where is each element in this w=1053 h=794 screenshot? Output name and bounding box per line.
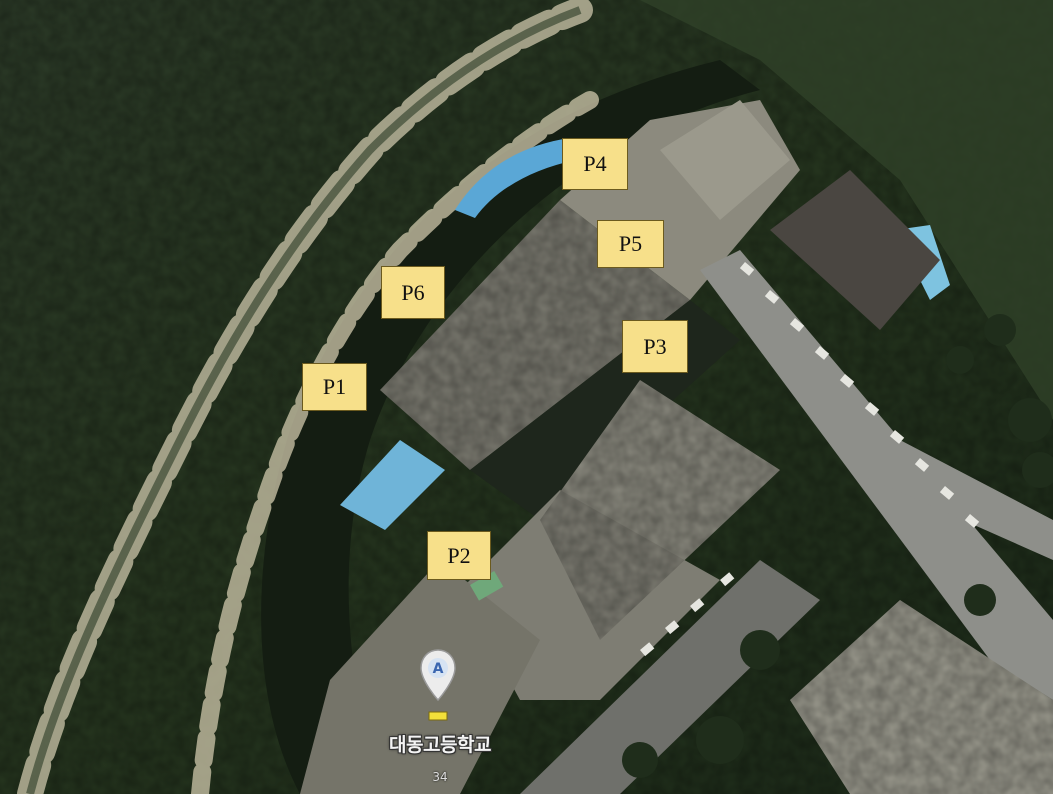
map-label-p3: P3: [622, 320, 688, 373]
map-label-p2: P2: [427, 531, 491, 580]
map-label-p4: P4: [562, 138, 628, 190]
school-pin-icon[interactable]: A: [419, 648, 457, 724]
pin-letter: A: [433, 661, 444, 677]
map-label-p1: P1: [302, 363, 367, 411]
map-label-p6: P6: [381, 266, 445, 319]
poi-name-label[interactable]: 대동고등학교: [389, 734, 491, 756]
poi-sub-label: 34: [432, 770, 448, 784]
map-label-p5: P5: [597, 220, 664, 268]
